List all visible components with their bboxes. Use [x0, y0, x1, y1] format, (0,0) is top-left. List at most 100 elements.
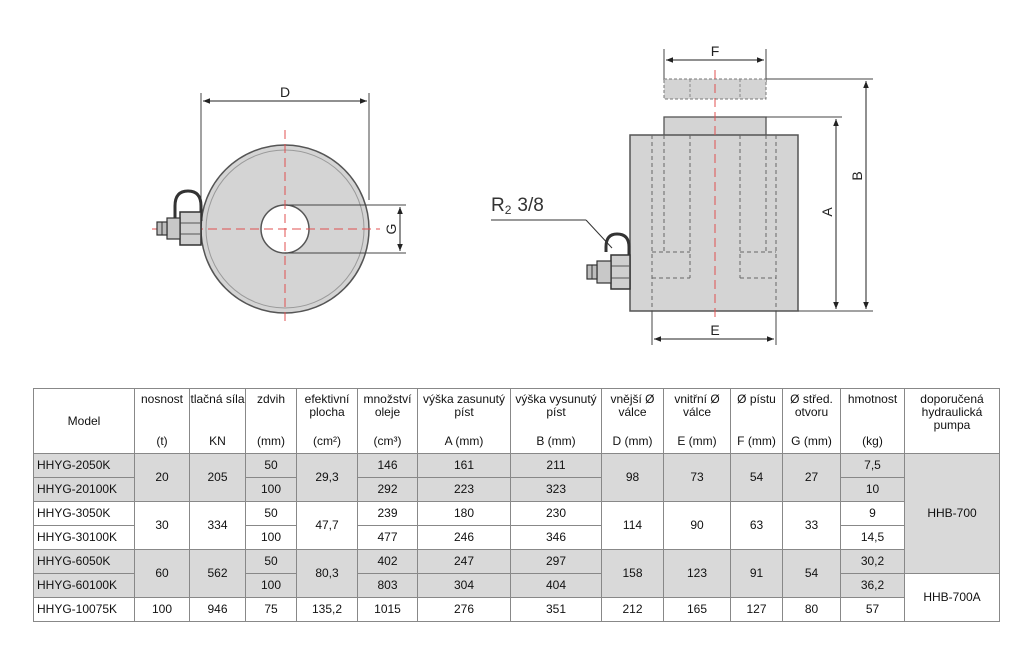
header-effective-area: efektivní plocha(cm²) — [296, 388, 358, 454]
coupler-handle — [173, 189, 203, 221]
cell-f: 91 — [730, 549, 783, 598]
cell-height-a: 276 — [417, 597, 511, 622]
leader-diagonal — [585, 219, 613, 249]
cell-e: 165 — [663, 597, 731, 622]
cell-height-a: 223 — [417, 477, 511, 502]
cell-height-b: 351 — [510, 597, 602, 622]
cell-model: HHYG-60100K — [33, 573, 135, 598]
cell-area: 47,7 — [296, 501, 358, 550]
a-label: A — [819, 207, 835, 217]
cell-stroke: 75 — [245, 597, 297, 622]
cell-d: 158 — [601, 549, 664, 598]
cell-height-a: 180 — [417, 501, 511, 526]
cell-height-a: 161 — [417, 453, 511, 478]
cell-pump: HHB-700 — [904, 453, 1000, 574]
header-weight: hmotnost(kg) — [840, 388, 905, 454]
cell-force: 946 — [189, 597, 246, 622]
header-model: Model — [33, 388, 135, 454]
cell-g: 27 — [782, 453, 841, 502]
header-oil-capacity: množství oleje(cm³) — [357, 388, 418, 454]
cell-oil: 803 — [357, 573, 418, 598]
cell-height-b: 211 — [510, 453, 602, 478]
coupler-side-body — [596, 260, 612, 284]
cell-height-a: 304 — [417, 573, 511, 598]
hidden-lines — [651, 135, 777, 311]
header-pump: doporučená hydraulická pumpa — [904, 388, 1000, 454]
coupler-hex-nut — [179, 211, 202, 246]
cell-stroke: 100 — [245, 573, 297, 598]
cell-e: 73 — [663, 453, 731, 502]
cell-capacity: 100 — [134, 597, 190, 622]
cell-height-a: 247 — [417, 549, 511, 574]
cell-capacity: 30 — [134, 501, 190, 550]
table-row: HHYG-10075K 100 946 75 135,2 1015 276 35… — [33, 597, 1000, 622]
cell-force: 562 — [189, 549, 246, 598]
cell-height-b: 230 — [510, 501, 602, 526]
cell-d: 212 — [601, 597, 664, 622]
cell-oil: 402 — [357, 549, 418, 574]
cell-oil: 146 — [357, 453, 418, 478]
cell-capacity: 20 — [134, 453, 190, 502]
coupler-body — [166, 217, 181, 240]
side-view: F E A — [491, 43, 873, 345]
cell-stroke: 100 — [245, 477, 297, 502]
cell-model: HHYG-2050K — [33, 453, 135, 478]
table-row: HHYG-6050K 60 562 50 80,3 402 247 297 15… — [33, 549, 1000, 598]
cell-height-a: 246 — [417, 525, 511, 550]
cell-g: 33 — [782, 501, 841, 550]
cell-oil: 292 — [357, 477, 418, 502]
cell-height-b: 404 — [510, 573, 602, 598]
header-stroke: zdvih(mm) — [245, 388, 297, 454]
cell-f: 127 — [730, 597, 783, 622]
cell-g: 54 — [782, 549, 841, 598]
cell-area: 135,2 — [296, 597, 358, 622]
cell-weight: 9 — [840, 501, 905, 526]
technical-drawing: D G F — [152, 43, 873, 345]
cell-stroke: 50 — [245, 453, 297, 478]
table-row: HHYG-2050K 20 205 50 29,3 146 161 211 98… — [33, 453, 1000, 574]
cell-oil: 1015 — [357, 597, 418, 622]
e-label: E — [710, 322, 719, 338]
cell-f: 63 — [730, 501, 783, 550]
cell-stroke: 50 — [245, 501, 297, 526]
b-label: B — [849, 171, 865, 180]
coupler-side-handle — [604, 232, 631, 256]
cell-d: 114 — [601, 501, 664, 550]
cell-oil: 239 — [357, 501, 418, 526]
f-label: F — [711, 43, 720, 59]
cell-weight: 30,2 — [840, 549, 905, 574]
cell-stroke: 50 — [245, 549, 297, 574]
cylinder-body — [629, 134, 799, 312]
cell-weight: 14,5 — [840, 525, 905, 550]
cell-weight: 57 — [840, 597, 905, 622]
cell-area: 80,3 — [296, 549, 358, 598]
cell-stroke: 100 — [245, 525, 297, 550]
cell-weight: 10 — [840, 477, 905, 502]
table-row: HHYG-30100K 100 477 246 346 14,5 — [33, 525, 1000, 550]
cell-force: 205 — [189, 453, 246, 502]
cell-weight: 7,5 — [840, 453, 905, 478]
cell-g: 80 — [782, 597, 841, 622]
cell-weight: 36,2 — [840, 573, 905, 598]
cell-pump: HHB-700A — [904, 573, 1000, 622]
cell-model: HHYG-6050K — [33, 549, 135, 574]
cell-height-b: 323 — [510, 477, 602, 502]
coupler-top-view — [156, 189, 203, 246]
cell-e: 123 — [663, 549, 731, 598]
cell-f: 54 — [730, 453, 783, 502]
cell-area: 29,3 — [296, 453, 358, 502]
cell-height-b: 346 — [510, 525, 602, 550]
coupler-side-view — [586, 232, 631, 290]
table-row: HHYG-3050K 30 334 50 47,7 239 180 230 11… — [33, 501, 1000, 550]
cell-model: HHYG-30100K — [33, 525, 135, 550]
table-row: HHYG-20100K 100 292 223 323 10 — [33, 477, 1000, 502]
cell-capacity: 60 — [134, 549, 190, 598]
d-label: D — [280, 84, 290, 100]
